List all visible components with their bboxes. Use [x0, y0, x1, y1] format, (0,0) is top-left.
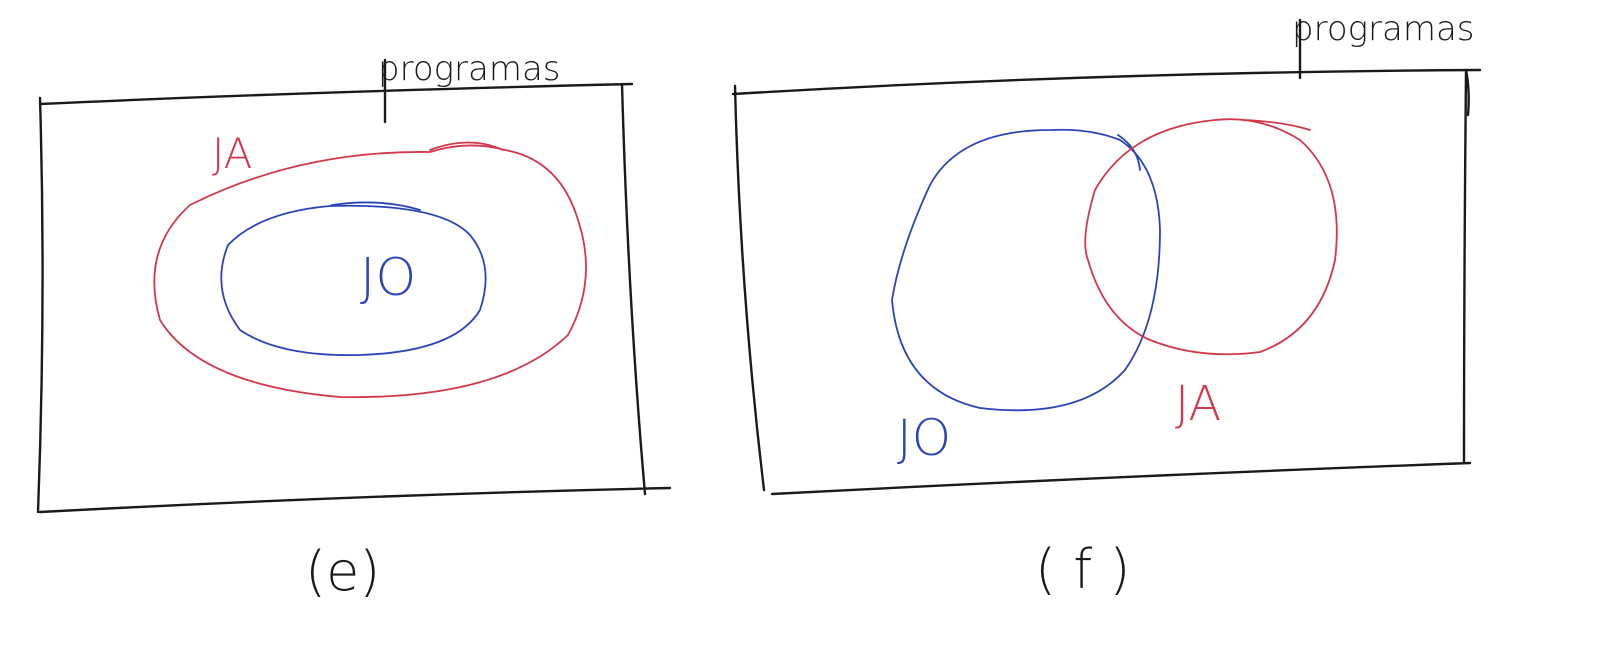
caption-f: ( f ) [1035, 538, 1130, 601]
universe-box-f [731, 68, 1482, 496]
set-ja-label-e: JA [212, 129, 252, 178]
set-jo-circle-f [891, 128, 1161, 412]
set-ja-ellipse-e [153, 144, 587, 399]
set-jo-overstroke-f [1117, 134, 1141, 171]
universe-box-e [36, 82, 672, 514]
universe-label-f: programas [1292, 9, 1475, 49]
set-jo-label-e: JO [360, 248, 416, 308]
set-jo-overstroke-e [331, 201, 421, 211]
diagram-e: programas JA JO (e) [36, 49, 672, 603]
set-ja-label-f: JA [1175, 376, 1221, 432]
universe-box-corner-f [1464, 68, 1470, 117]
diagram-f: programas JO JA ( f ) [731, 9, 1482, 601]
universe-label-e: programas [378, 49, 561, 89]
set-jo-ellipse-e [220, 204, 487, 357]
set-jo-label-f: JO [897, 409, 951, 467]
set-ja-overstroke-f [1244, 119, 1311, 131]
set-ja-circle-f [1084, 118, 1338, 356]
set-ja-overstroke-e [429, 141, 504, 151]
caption-e: (e) [305, 540, 380, 603]
